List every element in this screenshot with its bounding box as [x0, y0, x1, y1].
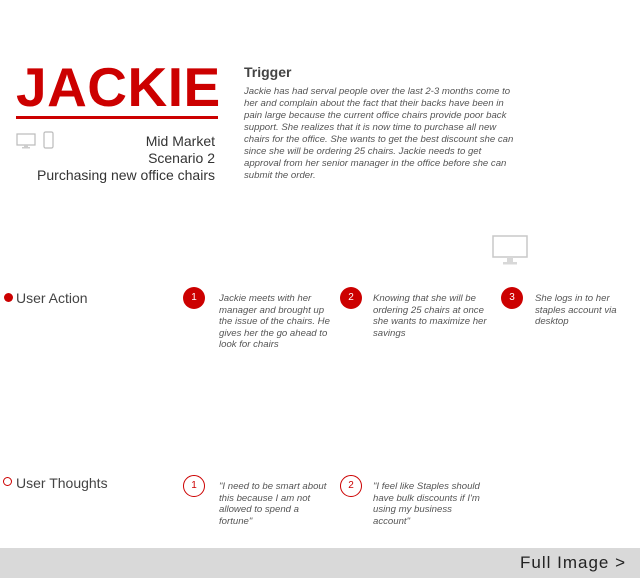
action-step-text: Knowing that she will be ordering 25 cha… [373, 293, 487, 339]
trigger-body: Jackie has had serval people over the la… [244, 86, 514, 181]
step-badge: 2 [340, 475, 362, 497]
full-image-link[interactable]: Full Image > [519, 553, 626, 572]
step-badge: 3 [501, 287, 523, 309]
desktop-icon [16, 133, 36, 154]
footer-bar: Full Image > [0, 548, 640, 578]
persona-task: Purchasing new office chairs [37, 167, 215, 183]
user-action-label: User Action [16, 290, 88, 306]
action-row-marker [4, 293, 13, 302]
user-thoughts-label: User Thoughts [16, 475, 108, 491]
thought-step-text: "I need to be smart about this because I… [219, 481, 327, 527]
step-badge: 1 [183, 475, 205, 497]
step-badge: 2 [340, 287, 362, 309]
desktop-icon [492, 235, 528, 272]
thought-step-text: "I feel like Staples should have bulk di… [373, 481, 480, 527]
persona-segment: Mid Market [145, 133, 215, 149]
action-step-text: She logs in to her staples account via d… [535, 293, 617, 327]
persona-name: JACKIE [16, 56, 221, 118]
action-step-text: Jackie meets with her manager and brough… [219, 293, 330, 350]
phone-icon [43, 131, 54, 154]
step-badge: 1 [183, 287, 205, 309]
persona-scenario: Scenario 2 [148, 150, 215, 166]
title-divider [16, 116, 218, 119]
thoughts-row-marker [3, 477, 12, 486]
trigger-heading: Trigger [244, 64, 292, 80]
